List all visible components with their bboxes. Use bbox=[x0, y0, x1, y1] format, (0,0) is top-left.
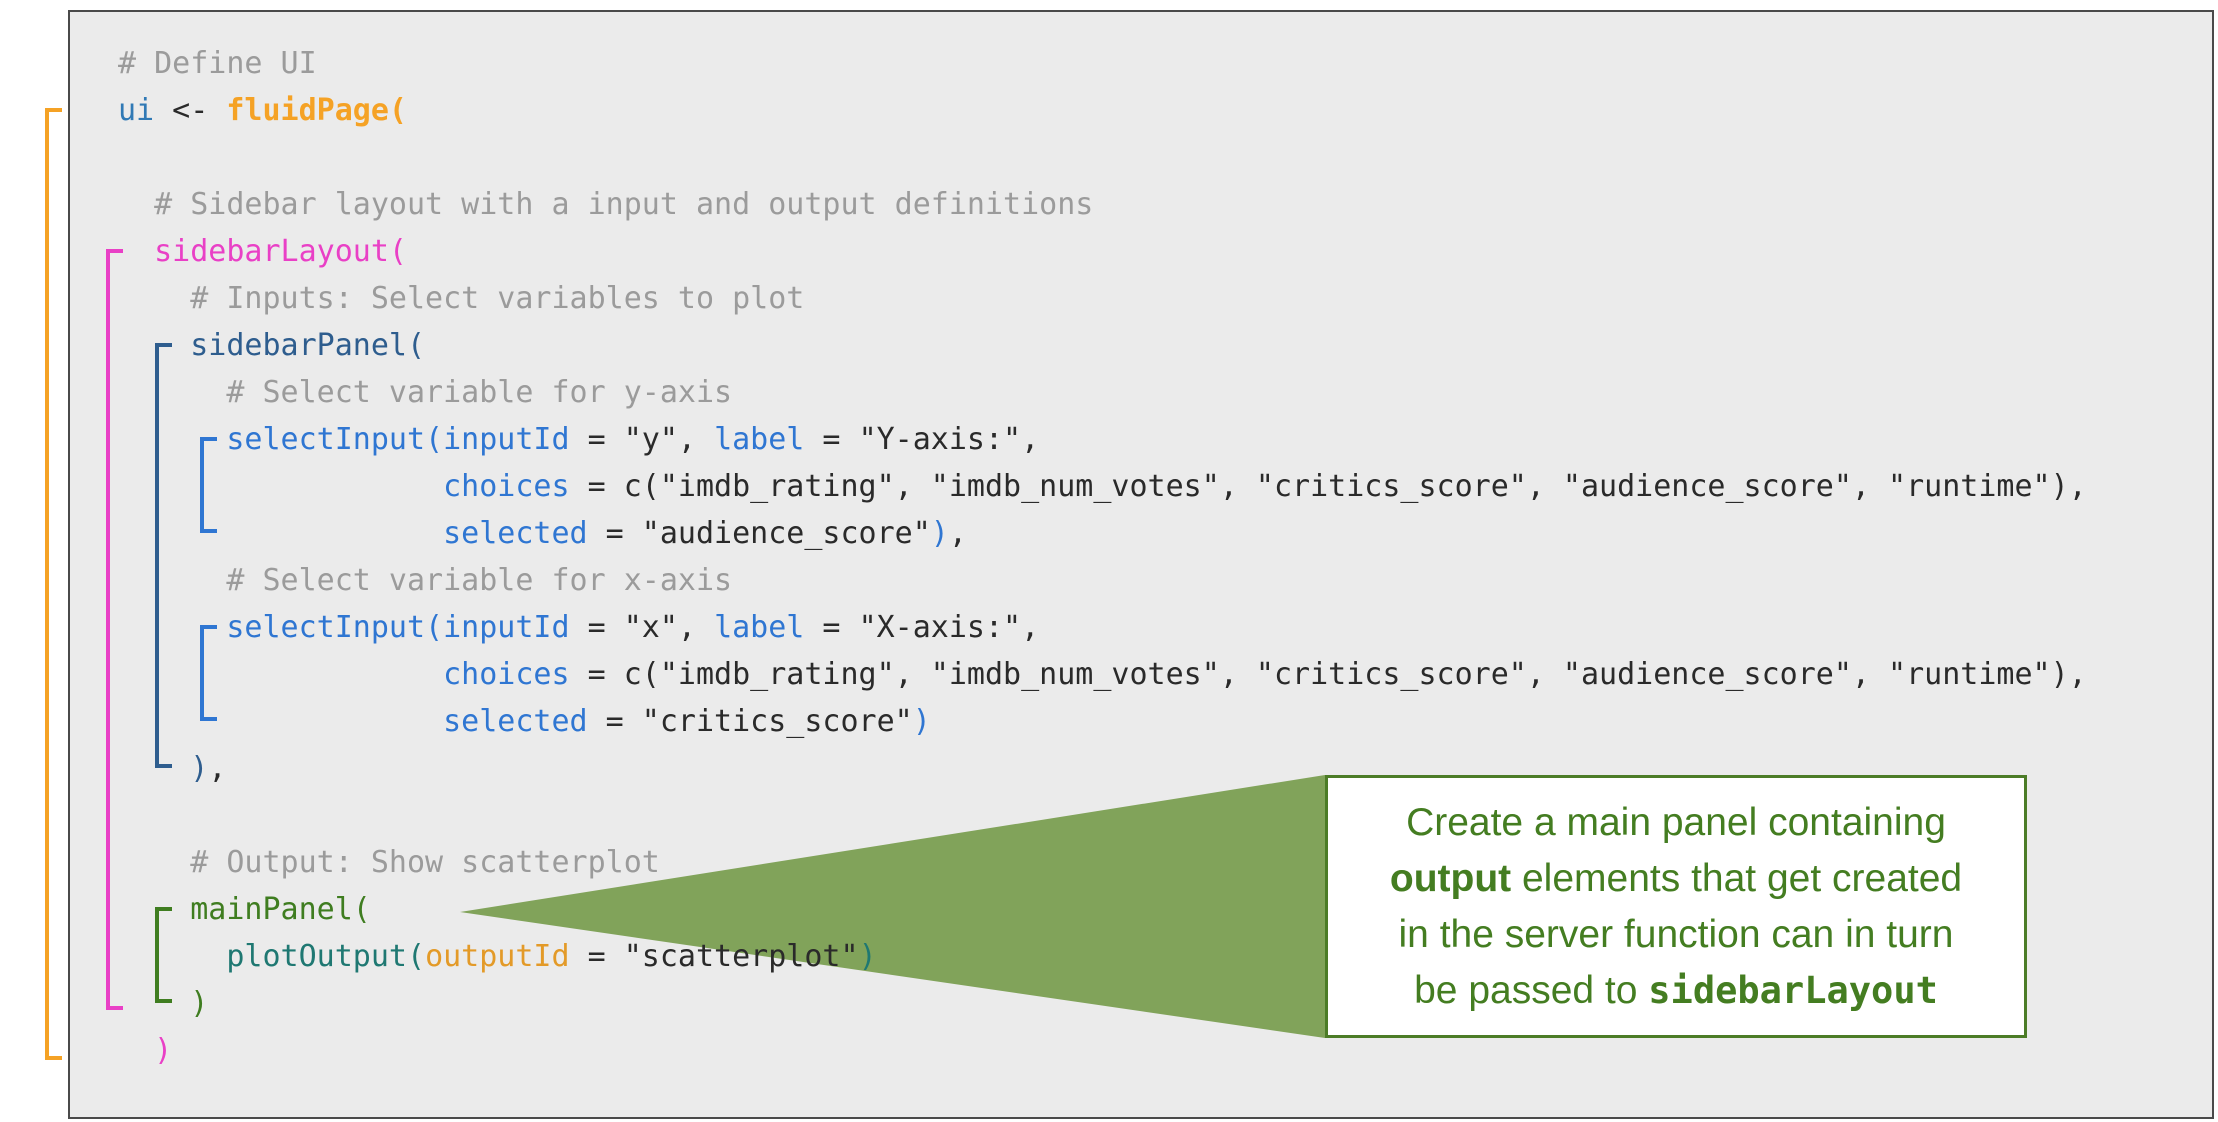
callout-segment: output bbox=[1389, 856, 1512, 900]
callout-line: output elements that get created bbox=[1390, 851, 1962, 907]
code-token: ) bbox=[190, 751, 209, 786]
code-token: outputId bbox=[425, 939, 570, 974]
callout-line: Create a main panel containing bbox=[1390, 795, 1962, 851]
code-token: = bbox=[587, 704, 642, 739]
code-line: mainPanel( bbox=[118, 886, 2087, 933]
code-line: ), bbox=[118, 745, 2087, 792]
code-token: "scatterplot" bbox=[623, 939, 859, 974]
code-line: sidebarLayout( bbox=[118, 228, 2087, 275]
code-token: sidebarPanel( bbox=[190, 328, 426, 363]
code-token: fluidPage( bbox=[226, 93, 407, 128]
code-token: = bbox=[569, 657, 624, 692]
code-token: # Select variable for y-axis bbox=[118, 375, 733, 410]
code-token: ) bbox=[930, 516, 949, 551]
code-line: # Inputs: Select variables to plot bbox=[118, 275, 2087, 322]
code-token: , bbox=[208, 751, 227, 786]
code-token: sidebarLayout( bbox=[154, 234, 407, 269]
code-line: selectInput(inputId = "x", label = "X-ax… bbox=[118, 604, 2087, 651]
callout-segment: elements that get created bbox=[1511, 856, 1963, 900]
code-token: ui bbox=[118, 93, 155, 128]
code-token: # Define UI bbox=[118, 46, 317, 81]
code-token: choices bbox=[443, 657, 570, 692]
code-line: ) bbox=[118, 980, 2087, 1027]
code-token: inputId bbox=[443, 610, 570, 645]
code-token: ) bbox=[190, 986, 209, 1021]
code-token: c("imdb_rating", "imdb_num_votes", "crit… bbox=[623, 657, 2087, 692]
code-token: selectInput( bbox=[226, 610, 444, 645]
code-token: = bbox=[804, 422, 859, 457]
code-token: "critics_score" bbox=[641, 704, 913, 739]
code-token: plotOutput( bbox=[226, 939, 426, 974]
code-token: = bbox=[569, 469, 624, 504]
callout-segment: in the server function can in turn bbox=[1398, 912, 1954, 956]
code-token: "X-axis:", bbox=[858, 610, 1040, 645]
code-token: inputId bbox=[443, 422, 570, 457]
callout-pointer bbox=[460, 775, 1325, 1038]
code-token: "y", bbox=[623, 422, 715, 457]
code-token: # Sidebar layout with a input and output… bbox=[118, 187, 1094, 222]
code-token: ) bbox=[154, 1033, 173, 1068]
code-line: ui <- fluidPage( bbox=[118, 87, 2087, 134]
bracket-sidebarlayout bbox=[106, 249, 123, 1010]
callout-segment: be passed to bbox=[1414, 968, 1649, 1012]
code-token: = bbox=[569, 610, 624, 645]
code-line: selected = "critics_score") bbox=[118, 698, 2087, 745]
callout-line: be passed to sidebarLayout bbox=[1390, 963, 1962, 1019]
code-block: # Define UI ui <- fluidPage( # Sidebar la… bbox=[118, 40, 2087, 1074]
code-token: = bbox=[569, 939, 624, 974]
code-line: # Output: Show scatterplot bbox=[118, 839, 2087, 886]
code-token: choices bbox=[443, 469, 570, 504]
callout-code-term: sidebarLayout bbox=[1648, 968, 1938, 1012]
callout-segment: Create a main panel containing bbox=[1406, 800, 1946, 844]
code-line: # Define UI bbox=[118, 40, 2087, 87]
code-token: label bbox=[714, 422, 805, 457]
code-line: selectInput(inputId = "y", label = "Y-ax… bbox=[118, 416, 2087, 463]
code-token bbox=[118, 516, 443, 551]
code-line: choices = c("imdb_rating", "imdb_num_vot… bbox=[118, 651, 2087, 698]
callout-line: in the server function can in turn bbox=[1390, 907, 1962, 963]
code-token: = bbox=[587, 516, 642, 551]
bracket-sidebarpanel bbox=[155, 343, 172, 768]
code-line: # Select variable for y-axis bbox=[118, 369, 2087, 416]
code-token: "audience_score" bbox=[641, 516, 931, 551]
code-token: selected bbox=[443, 704, 588, 739]
code-token bbox=[118, 939, 226, 974]
code-token: selectInput( bbox=[226, 422, 444, 457]
code-token: ) bbox=[858, 939, 877, 974]
code-token bbox=[118, 234, 154, 269]
callout-box: Create a main panel containing output ele… bbox=[1325, 775, 2027, 1038]
code-token: <- bbox=[154, 93, 227, 128]
bracket-fluidpage bbox=[45, 108, 62, 1060]
code-token: mainPanel( bbox=[190, 892, 371, 927]
code-token bbox=[118, 657, 443, 692]
callout-text: Create a main panel containing output ele… bbox=[1390, 795, 1962, 1019]
code-line: # Sidebar layout with a input and output… bbox=[118, 181, 2087, 228]
code-line: choices = c("imdb_rating", "imdb_num_vot… bbox=[118, 463, 2087, 510]
code-line: # Select variable for x-axis bbox=[118, 557, 2087, 604]
code-token: = bbox=[804, 610, 859, 645]
bracket-selectinput-x bbox=[200, 625, 217, 721]
bracket-selectinput-y bbox=[200, 437, 217, 533]
code-token: "x", bbox=[623, 610, 715, 645]
code-line: sidebarPanel( bbox=[118, 322, 2087, 369]
code-line: selected = "audience_score"), bbox=[118, 510, 2087, 557]
code-token: ) bbox=[912, 704, 931, 739]
code-line: ) bbox=[118, 1027, 2087, 1074]
code-token: # Output: Show scatterplot bbox=[118, 845, 660, 880]
code-token bbox=[118, 704, 443, 739]
code-token: # Select variable for x-axis bbox=[118, 563, 733, 598]
code-token: # Inputs: Select variables to plot bbox=[118, 281, 805, 316]
code-token: = bbox=[569, 422, 624, 457]
code-token: label bbox=[714, 610, 805, 645]
code-token: c("imdb_rating", "imdb_num_votes", "crit… bbox=[623, 469, 2087, 504]
code-token: "Y-axis:", bbox=[858, 422, 1040, 457]
code-token: selected bbox=[443, 516, 588, 551]
code-token: , bbox=[948, 516, 967, 551]
code-token bbox=[118, 1033, 154, 1068]
bracket-mainpanel bbox=[155, 907, 172, 1003]
code-line bbox=[118, 134, 2087, 181]
code-token bbox=[118, 469, 443, 504]
code-line: plotOutput(outputId = "scatterplot") bbox=[118, 933, 2087, 980]
